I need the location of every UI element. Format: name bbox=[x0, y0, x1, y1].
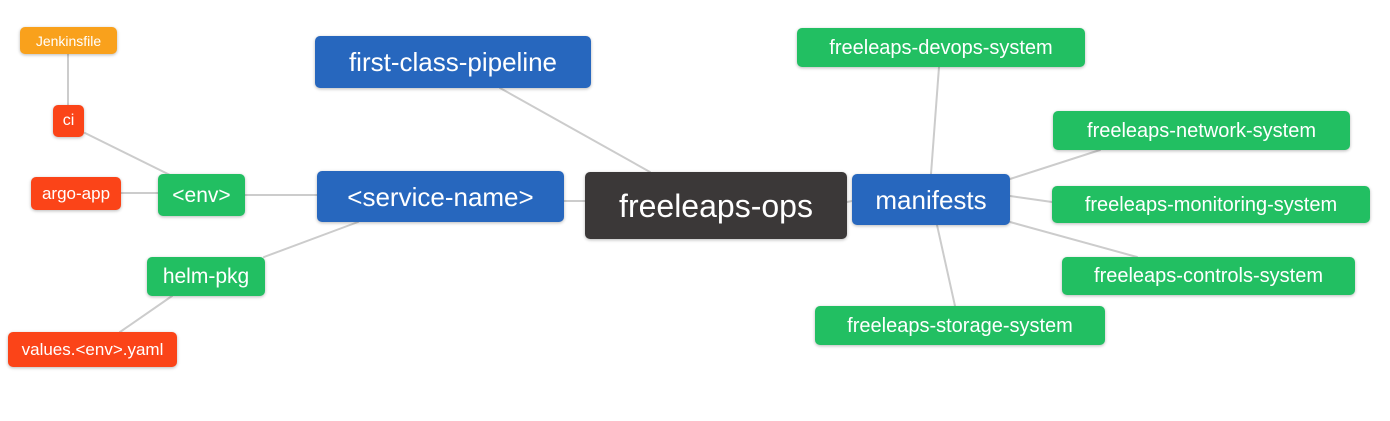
node-values-env-yaml[interactable]: values.<env>.yaml bbox=[8, 332, 177, 367]
node-jenkinsfile[interactable]: Jenkinsfile bbox=[20, 27, 117, 54]
node-freeleaps-controls-system[interactable]: freeleaps-controls-system bbox=[1062, 257, 1355, 295]
edge-manifests-to-freeleaps-storage-system bbox=[936, 224, 956, 307]
node-argo-app[interactable]: argo-app bbox=[31, 177, 121, 210]
edge-helm-pkg-to-service-name bbox=[263, 221, 359, 258]
node-freeleaps-monitoring-system[interactable]: freeleaps-monitoring-system bbox=[1052, 186, 1370, 223]
edge-manifests-to-freeleaps-controls-system bbox=[1009, 221, 1138, 258]
edge-values-env-yaml-to-helm-pkg bbox=[119, 295, 173, 333]
node-freeleaps-devops-system[interactable]: freeleaps-devops-system bbox=[797, 28, 1085, 67]
edge-ci-to-env bbox=[84, 132, 173, 177]
edge-manifests-to-freeleaps-network-system bbox=[1009, 149, 1101, 180]
node-freeleaps-network-system[interactable]: freeleaps-network-system bbox=[1053, 111, 1350, 150]
edge-freeleaps-devops-system-to-manifests bbox=[930, 66, 940, 175]
node-service-name[interactable]: <service-name> bbox=[317, 171, 564, 222]
edge-manifests-to-freeleaps-monitoring-system bbox=[1009, 195, 1053, 203]
node-first-class-pipeline[interactable]: first-class-pipeline bbox=[315, 36, 591, 88]
edge-freeleaps-ops-to-manifests bbox=[846, 200, 853, 203]
node-ci[interactable]: ci bbox=[53, 105, 84, 137]
node-freeleaps-storage-system[interactable]: freeleaps-storage-system bbox=[815, 306, 1105, 345]
node-freeleaps-ops[interactable]: freeleaps-ops bbox=[585, 172, 847, 239]
node-env[interactable]: <env> bbox=[158, 174, 245, 216]
edge-first-class-pipeline-to-freeleaps-ops bbox=[499, 87, 651, 173]
node-helm-pkg[interactable]: helm-pkg bbox=[147, 257, 265, 296]
node-manifests[interactable]: manifests bbox=[852, 174, 1010, 225]
